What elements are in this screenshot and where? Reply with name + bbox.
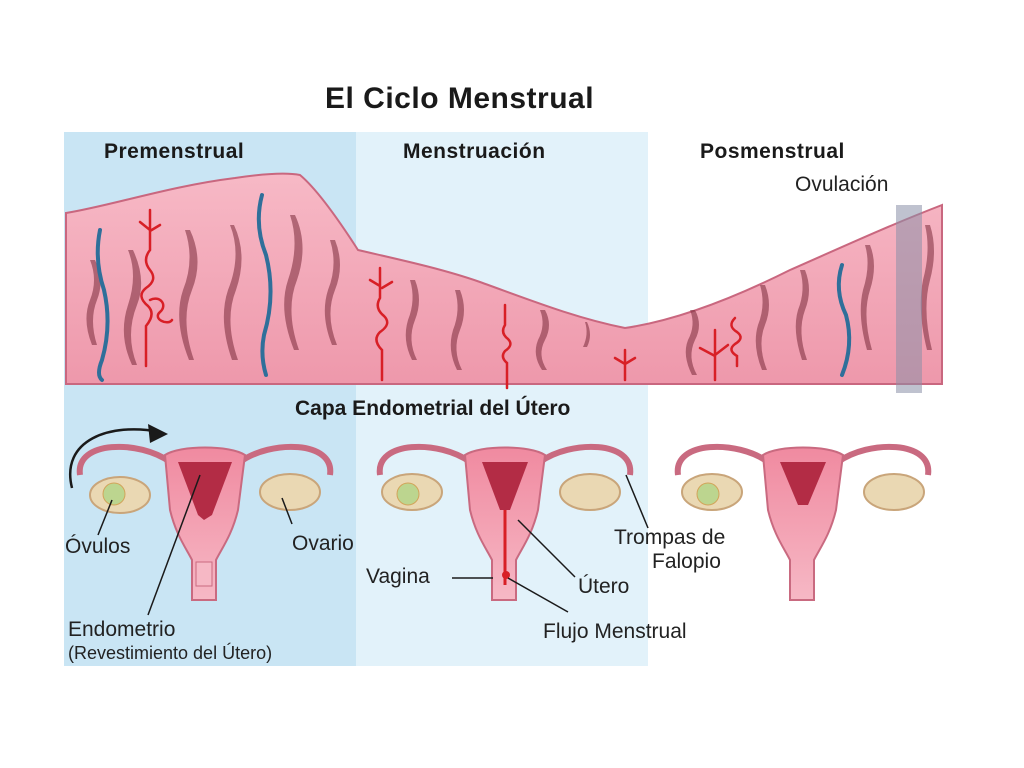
leader-lines: [97, 474, 649, 616]
cycle-arrow: [69, 428, 161, 489]
label-endometrium: Endometrio: [68, 618, 176, 641]
phase-label-premenstrual: Premenstrual: [104, 140, 245, 163]
uterus-figure-posmenstrual: [674, 443, 932, 601]
phase-label-posmenstrual: Posmenstrual: [700, 140, 845, 163]
ovulation-marker: [896, 205, 922, 393]
label-endometrium-note: (Revestimiento del Útero): [68, 643, 273, 663]
endometrial-glands: [86, 215, 934, 375]
label-vagina: Vagina: [366, 565, 430, 588]
spiral-arteries: [138, 208, 742, 390]
arrow-head-icon: [148, 424, 168, 443]
blue-veins: [95, 193, 852, 382]
label-uterus: Útero: [578, 575, 630, 598]
label-ovules: Óvulos: [65, 535, 131, 558]
label-ovary: Ovario: [292, 532, 354, 555]
label-fallopian-line1: Trompas de: [614, 526, 726, 549]
page-title: El Ciclo Menstrual: [325, 82, 595, 115]
label-fallopian-line2: Falopio: [652, 550, 721, 573]
uterus-figure-premenstrual: [76, 443, 334, 601]
ovulation-label: Ovulación: [795, 173, 889, 196]
uterus-figure-menstruation: [376, 443, 634, 601]
section-title: Capa Endometrial del Útero: [295, 397, 571, 420]
label-menstrual-flow: Flujo Menstrual: [543, 620, 687, 643]
phase-label-menstruation: Menstruación: [403, 140, 546, 163]
endometrial-layer: [65, 172, 943, 385]
